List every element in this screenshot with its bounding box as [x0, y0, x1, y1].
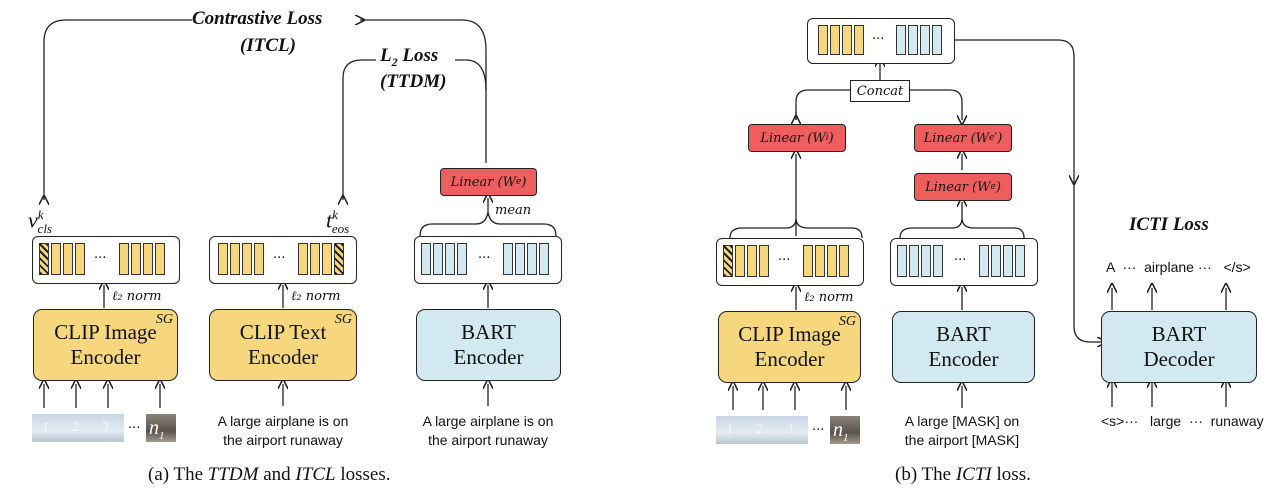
ellipsis: ··· — [478, 251, 491, 266]
cls-token-cell — [723, 245, 733, 277]
embedding-cell — [254, 243, 264, 275]
last-image-patch: n1 — [830, 416, 860, 444]
embedding-cell — [827, 245, 837, 277]
embedding-cell — [815, 245, 825, 277]
embedding-cell — [933, 245, 943, 277]
caption-a: (a) The TTDM and ITCL losses. — [148, 464, 391, 485]
embedding-cell — [322, 243, 332, 275]
embedding-cell — [803, 245, 813, 277]
concatenated-vector: ··· — [807, 18, 955, 64]
ellipsis: ··· — [954, 253, 967, 268]
mean-pooling-label: mean — [495, 203, 532, 218]
embedding-cell — [218, 243, 228, 275]
embedding-cell — [143, 243, 153, 275]
image-embedding-vector: ··· — [32, 236, 180, 284]
embedding-cell — [63, 243, 73, 275]
image-embedding-vector: ··· — [716, 238, 864, 286]
embedding-cell — [854, 25, 864, 55]
embedding-cell — [119, 243, 129, 275]
ellipsis: ··· — [128, 421, 141, 436]
icti-loss-label: ICTI Loss — [1129, 214, 1209, 235]
eos-token-cell — [334, 243, 344, 275]
embedding-cell — [1003, 245, 1013, 277]
embedding-cell — [747, 245, 757, 277]
embedding-cell — [457, 243, 467, 275]
embedding-cell — [908, 25, 918, 55]
embedding-cell — [759, 245, 769, 277]
embedding-cell — [230, 243, 240, 275]
last-image-patch: n1 — [146, 414, 176, 442]
ellipsis: ··· — [812, 423, 825, 438]
v-cls-label: vkcls — [28, 207, 52, 236]
l2-norm-label: ℓ₂ norm — [291, 289, 341, 304]
t-eos-label: tkeos — [326, 207, 350, 236]
embedding-cell — [921, 245, 931, 277]
ttdm-label: (TTDM) — [380, 71, 447, 92]
ellipsis: ··· — [778, 253, 791, 268]
image-patches: 1 2 3 — [716, 416, 808, 444]
l2-norm-label: ℓ₂ norm — [112, 289, 162, 304]
embedding-cell — [932, 25, 942, 55]
embedding-cell — [51, 243, 61, 275]
embedding-cell — [131, 243, 141, 275]
embedding-cell — [75, 243, 85, 275]
stop-gradient-mark: SG — [155, 312, 173, 327]
embedding-cell — [298, 243, 308, 275]
embedding-cell — [896, 25, 906, 55]
embedding-cell — [842, 25, 852, 55]
ellipsis: ··· — [94, 251, 107, 266]
embedding-cell — [920, 25, 930, 55]
bart-embedding-vector: ··· — [414, 236, 562, 284]
embedding-cell — [979, 245, 989, 277]
embedding-cell — [830, 25, 840, 55]
concat-operation: Concat — [850, 80, 910, 102]
ellipsis: ··· — [872, 32, 885, 47]
embedding-cell — [421, 243, 431, 275]
embedding-cell — [539, 243, 549, 275]
embedding-cell — [515, 243, 525, 275]
stop-gradient-mark: SG — [838, 314, 856, 329]
stop-gradient-mark: SG — [334, 312, 352, 327]
embedding-cell — [1015, 245, 1025, 277]
text-embedding-vector: ··· — [209, 236, 357, 284]
embedding-cell — [242, 243, 252, 275]
l2-norm-label: ℓ₂ norm — [804, 290, 854, 305]
decoder-input-tokens: <s>··· large ··· runaway — [1101, 413, 1264, 429]
cls-token-cell — [39, 243, 49, 275]
embedding-cell — [433, 243, 443, 275]
embedding-cell — [445, 243, 455, 275]
l2-loss-label: L2 Loss — [380, 45, 439, 69]
decoder-output-tokens: A ··· airplane ··· </s> — [1106, 259, 1251, 275]
embedding-cell — [897, 245, 907, 277]
embedding-cell — [310, 243, 320, 275]
contrastive-loss-label: Contrastive Loss — [192, 8, 323, 29]
embedding-cell — [991, 245, 1001, 277]
embedding-cell — [503, 243, 513, 275]
itcl-label: (ITCL) — [240, 35, 296, 56]
embedding-cell — [155, 243, 165, 275]
embedding-cell — [818, 25, 828, 55]
bart-embedding-vector: ··· — [890, 238, 1038, 286]
embedding-cell — [909, 245, 919, 277]
embedding-cell — [527, 243, 537, 275]
caption-b: (b) The ICTI loss. — [895, 464, 1031, 485]
embedding-cell — [735, 245, 745, 277]
embedding-cell — [839, 245, 849, 277]
image-patches: 1 2 3 — [32, 414, 124, 442]
ellipsis: ··· — [273, 251, 286, 266]
